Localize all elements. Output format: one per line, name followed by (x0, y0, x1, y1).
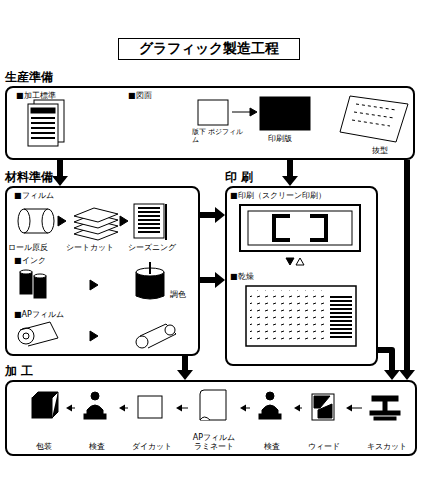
step-arrow (66, 405, 75, 412)
step-label: キスカット (367, 442, 407, 451)
section-heading: 生産準備 (5, 69, 53, 86)
title-box: グラフィック製造工程 (118, 38, 300, 60)
item-label: ■乾燥 (230, 272, 254, 281)
item-label: ■APフィルム (14, 310, 64, 319)
item-label: ■インク (14, 256, 46, 265)
item-label: ロール原反 (8, 243, 48, 252)
title-text: グラフィック製造工程 (139, 40, 279, 58)
item-label: 調色 (170, 290, 186, 299)
step-label: ダイカット (132, 442, 172, 451)
section-heading: 材料準備 (5, 169, 53, 186)
flow-arrow (177, 356, 193, 380)
item-label: ■フィルム (14, 191, 54, 200)
flow-arrow (378, 350, 400, 380)
step-label: APフィルム ラミネート (188, 433, 240, 451)
section-box: 生産準備 (5, 86, 415, 160)
item-label: シーズニング (128, 243, 176, 252)
item-label: ■図面 (128, 91, 152, 100)
step-label: ウィード (308, 442, 340, 451)
section-heading: 印 刷 (225, 169, 253, 186)
step-arrow (294, 405, 302, 412)
item-label: ■印刷（スクリーン印刷） (230, 191, 326, 200)
flow-arrow (399, 160, 415, 380)
process-step: ダイカット (128, 388, 176, 454)
process-step: 検査 (75, 388, 119, 454)
step-arrow (119, 405, 128, 412)
section-box: 加 工包装検査ダイカットAPフィルム ラミネート検査ウィードキスカット (5, 380, 417, 456)
section-heading: 加 工 (5, 363, 33, 380)
flow-arrow (200, 272, 225, 288)
process-step: キスカット (362, 388, 412, 454)
step-arrow (240, 405, 250, 412)
step-arrow (176, 405, 188, 412)
step-label: 包装 (36, 442, 52, 451)
process-step: APフィルム ラミネート (188, 388, 240, 454)
process-step: 検査 (250, 388, 294, 454)
item-label: ■加工標準 (16, 91, 56, 100)
flow-arrow (282, 160, 298, 186)
item-label: 抜型 (372, 146, 388, 155)
step-label: 検査 (264, 442, 280, 451)
process-step: ウィード (302, 388, 346, 454)
step-label: 検査 (89, 442, 105, 451)
item-label: 版下 ポジフィルム (192, 128, 248, 144)
item-label: シートカット (66, 243, 114, 252)
section-box: 材料準備 (5, 186, 200, 356)
step-arrow (346, 405, 362, 412)
item-label: 印刷版 (268, 134, 292, 143)
flow-arrow (200, 207, 225, 223)
process-step: 包装 (22, 388, 66, 454)
flow-arrow (52, 160, 68, 186)
